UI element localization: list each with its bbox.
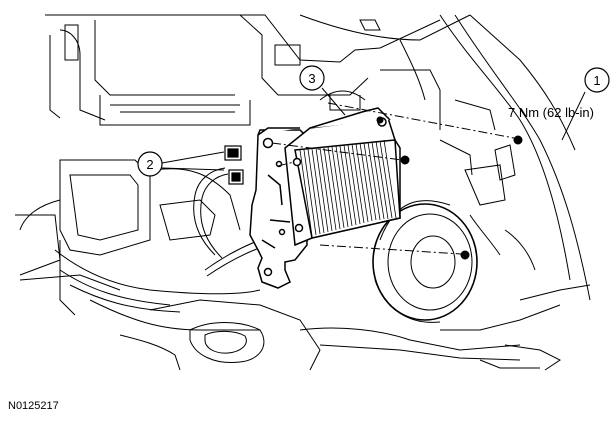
figure-id-label: N0125217 <box>8 400 59 412</box>
bolt-module-upper <box>376 116 384 124</box>
bolt-lower-right <box>460 250 470 260</box>
callout-1-torque-spec: 7 Nm (62 lb-in) <box>508 105 594 120</box>
callout-1: 1 7 Nm (62 lb-in) <box>508 67 610 120</box>
fastener-bolts <box>376 116 523 260</box>
electrical-connectors <box>224 145 244 185</box>
callout-2: 2 <box>137 151 163 177</box>
callout-2-number: 2 <box>146 157 153 172</box>
callout-3-number: 3 <box>308 71 315 86</box>
callout-3: 3 <box>299 65 325 91</box>
amplifier-module <box>284 107 401 247</box>
callout-leaders <box>161 87 586 171</box>
callout-1-number: 1 <box>593 73 600 88</box>
assembly-lines <box>271 102 515 255</box>
vehicle-body-lines <box>15 14 591 371</box>
amplifier-heat-sink-fins <box>299 139 397 237</box>
bolt-module-right <box>400 155 410 165</box>
bolt-upper-right <box>513 135 523 145</box>
